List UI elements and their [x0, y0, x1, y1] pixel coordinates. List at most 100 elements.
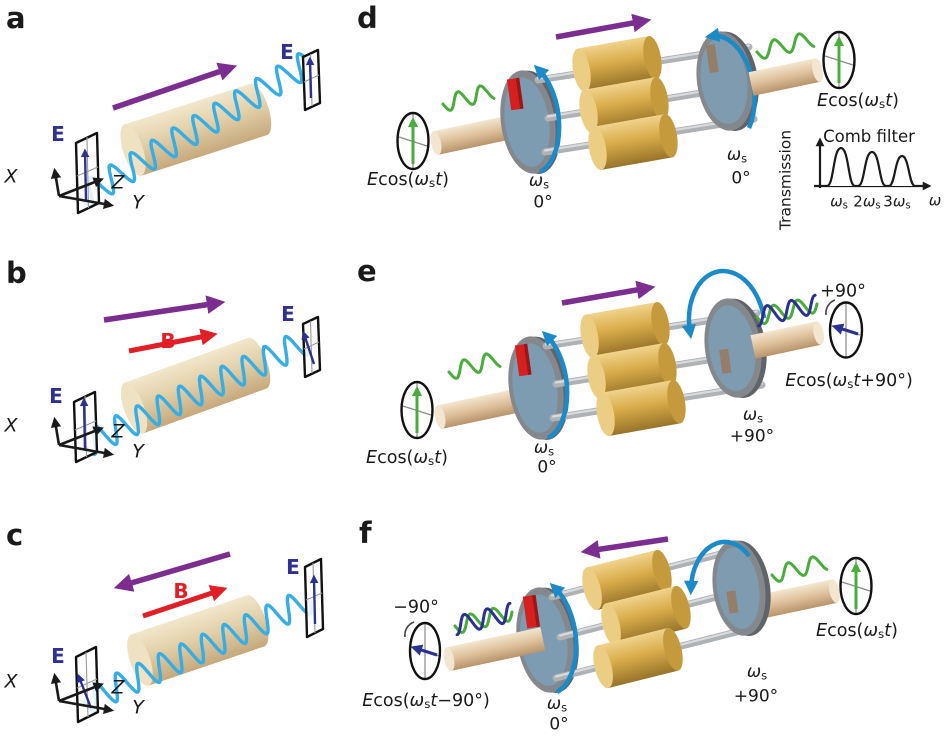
wheel-left: [508, 336, 569, 440]
panel-e-art: [400, 268, 864, 440]
phasor-input: [839, 556, 873, 616]
polarization-arrow: [309, 574, 319, 625]
wheel-freq-f-right: ωs: [746, 662, 768, 683]
comb-tick-1: ωs: [830, 192, 848, 212]
rotation-arrow-left: [533, 64, 562, 174]
wheel-left: [516, 587, 579, 693]
wheel-right: [712, 540, 771, 636]
magnetic-field-arrow: [128, 328, 218, 354]
wheel-phase-f-left: 0°: [549, 714, 569, 735]
wheel-freq-d-left: ωs: [528, 171, 550, 192]
wheel-freq-f-left: ωs: [546, 694, 568, 715]
polarization-arrow: [79, 397, 89, 450]
input-signal-label-d: Ecos(ωst): [367, 169, 449, 191]
hidden-bar: [705, 44, 719, 74]
wheel-right: [704, 298, 767, 398]
comb-tick-2: 2ωs: [853, 192, 881, 212]
coordinate-axes: [50, 167, 115, 210]
panel-letter-b: b: [6, 256, 27, 290]
polarization-arrow-rotated: [301, 330, 316, 365]
coordinate-axes: [50, 416, 115, 459]
comb-peak-3: [888, 154, 916, 188]
gear-3: [593, 627, 683, 689]
gear-2: [601, 585, 691, 647]
hidden-bar: [719, 348, 732, 374]
output-shaft: [750, 321, 825, 359]
e-label-a-in: E: [51, 122, 65, 146]
rotation-arrow-right: [704, 27, 757, 129]
comb-y-axis-label: Transmission: [776, 129, 795, 231]
wheel-phase-d-left: 0°: [533, 192, 553, 213]
comb-x-axis-label: ω: [928, 191, 942, 210]
e-label-c-out: E: [51, 644, 65, 668]
b-field-label-c: B: [173, 579, 189, 603]
medium-cylinder: [127, 595, 269, 686]
wheel-right: [696, 31, 759, 131]
rotation-arrow-right: [681, 268, 767, 340]
propagation-arrow-reversed: [113, 551, 231, 592]
wheel-phase-e-left: 0°: [537, 457, 557, 478]
rotation-label-e: +90°: [820, 281, 866, 302]
output-signal-label-d: Ecos(ωst): [817, 90, 899, 112]
light-wave: [78, 51, 312, 209]
wheel-freq-d-right: ωs: [726, 145, 748, 166]
input-wave: [441, 84, 496, 112]
axis-z-a: Z: [111, 171, 125, 194]
panel-c-art: [50, 551, 325, 724]
input-polarizer: [74, 131, 101, 215]
propagation-arrow: [561, 280, 656, 306]
phasor-arrow: [831, 323, 859, 336]
output-wave-shifted: [455, 601, 512, 637]
propagation-arrow: [555, 13, 652, 40]
input-wave: [770, 555, 829, 583]
axis-y-a: Y: [132, 191, 144, 214]
axis-z-c: Z: [111, 676, 125, 699]
input-signal-label-e: Ecos(ωst): [366, 447, 448, 469]
input-signal-label-f: Ecos(ωst): [816, 620, 898, 642]
phasor-output: [822, 30, 856, 90]
comb-peak-1: [826, 146, 856, 188]
e-label-b-in: E: [49, 384, 63, 408]
polarization-arrow: [80, 148, 90, 201]
rotation-arrow-right: [684, 539, 751, 596]
wheel-phase-f-right: +90°: [733, 686, 779, 707]
panel-letter-d: d: [357, 1, 378, 35]
input-polarizer: [303, 557, 325, 639]
output-polarizer: [301, 315, 322, 379]
rotation-arrow-left: [541, 330, 570, 440]
hidden-bar: [726, 590, 739, 614]
wheel-left: [500, 70, 561, 174]
phasor-arrow: [410, 644, 438, 657]
gear-1: [572, 36, 662, 92]
polarization-arrow-rotated: [76, 673, 93, 709]
panel-letter-c: c: [6, 518, 24, 552]
axis-y-c: Y: [132, 696, 144, 719]
wheel-phase-d-right: 0°: [731, 168, 751, 189]
output-wave-green: [755, 298, 819, 325]
output-shaft: [443, 627, 546, 671]
panel-a-art: [50, 48, 322, 215]
gear-3: [588, 114, 678, 170]
panel-f-art: [404, 536, 873, 694]
rotation-tick: [404, 621, 415, 638]
output-polarizer: [74, 645, 100, 724]
panel-letter-f: f: [359, 516, 372, 550]
comb-peak-2: [857, 150, 887, 188]
axis-x-a: X: [4, 165, 18, 188]
axis-x-c: X: [4, 670, 18, 693]
comb-filter-inset: [814, 137, 932, 191]
gear-3: [596, 380, 686, 436]
input-wave: [447, 352, 502, 380]
output-wave: [755, 32, 816, 60]
e-label-a-out: E: [280, 40, 294, 64]
propagation-arrow: [112, 62, 238, 111]
phasor-input: [400, 380, 434, 440]
coordinate-axes: [50, 672, 115, 715]
b-field-label-b: B: [160, 329, 176, 353]
wheel-freq-e-right: ωs: [742, 405, 764, 426]
input-shaft: [761, 579, 840, 618]
propagation-arrow: [103, 295, 226, 323]
e-label-b-out: E: [281, 302, 295, 326]
rotation-tick: [825, 299, 836, 316]
